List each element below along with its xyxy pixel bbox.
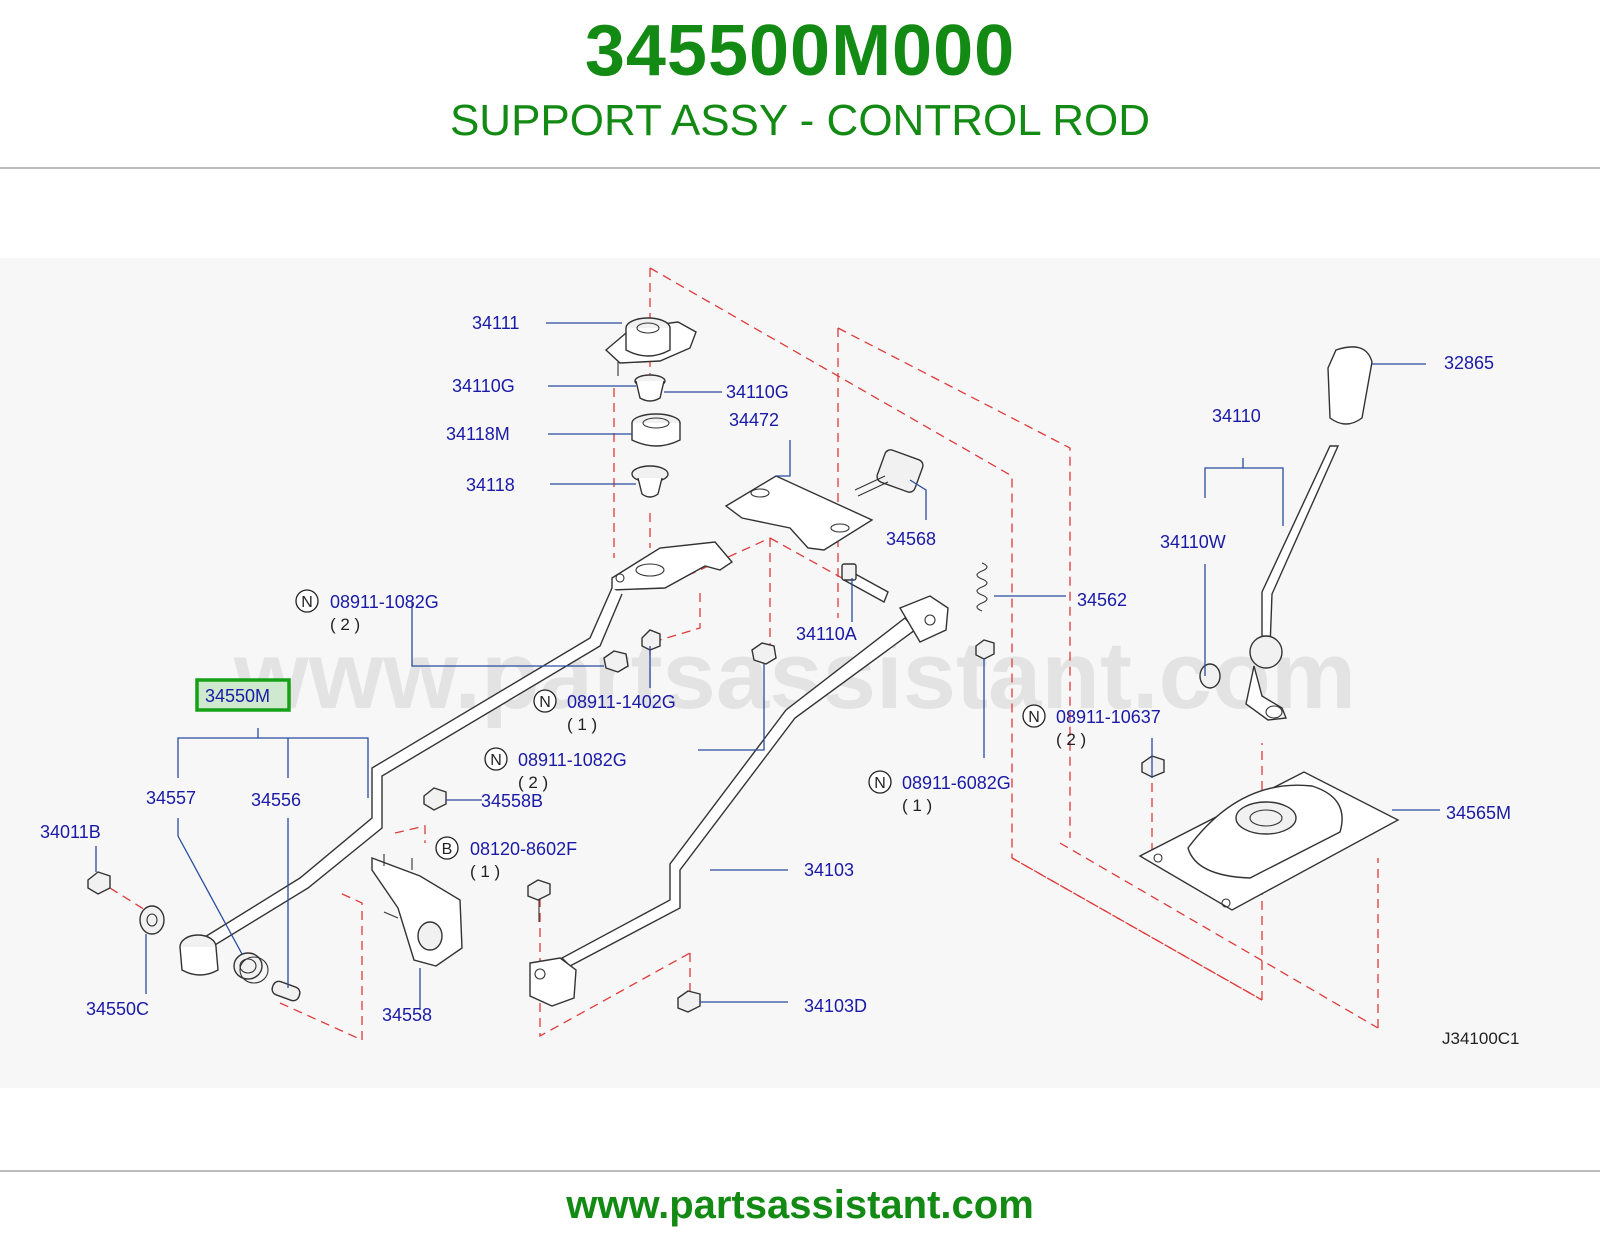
label-34111[interactable]: 34111	[472, 313, 519, 333]
part-drawing-control-rod-main	[179, 587, 623, 976]
part-drawing-34558-bracket	[371, 854, 463, 967]
label-34558[interactable]: 34558	[382, 1005, 432, 1025]
part-drawing-34118	[631, 465, 669, 498]
prefix-n-icon: N	[1028, 709, 1040, 726]
part-drawing-32865-knob	[1327, 346, 1373, 425]
label-34558B[interactable]: 34558B	[481, 791, 543, 811]
fastener-number: 08911-6082G	[902, 773, 1011, 793]
fastener-number: 08911-1402G	[567, 692, 676, 712]
fastener-callout-5[interactable]: N 08911-6082G ( 1 )	[868, 770, 1011, 815]
fastener-qty: ( 2 )	[1056, 730, 1086, 749]
fastener-qty: ( 1 )	[902, 796, 932, 815]
fastener-qty: ( 2 )	[518, 773, 548, 792]
part-drawing-bracket-top	[611, 541, 734, 591]
fastener-number: 08911-1082G	[518, 750, 627, 770]
label-34556[interactable]: 34556	[251, 790, 301, 810]
fastener-number: 08911-1082G	[330, 592, 439, 612]
fastener-qty: ( 1 )	[470, 862, 500, 881]
diagram-code: J34100C1	[1442, 1029, 1520, 1048]
part-drawing-34556-pin	[271, 980, 301, 1002]
part-drawing-34110G	[634, 374, 666, 402]
page-header: 345500M000 SUPPORT ASSY - CONTROL ROD	[0, 0, 1600, 170]
part-drawing-34568	[854, 449, 924, 497]
prefix-b-icon: B	[442, 841, 453, 858]
label-34011B[interactable]: 34011B	[40, 822, 101, 842]
part-drawing-34565M-boot	[1138, 771, 1400, 911]
part-labels: 34111 34110G 34110G 34118M 34118 34472 3…	[40, 313, 1520, 1048]
label-34118[interactable]: 34118	[466, 475, 515, 495]
label-32865[interactable]: 32865	[1444, 353, 1494, 373]
prefix-n-icon: N	[490, 752, 502, 769]
part-drawing-34111	[604, 317, 697, 376]
part-drawing-34110A	[841, 563, 889, 603]
label-34103[interactable]: 34103	[804, 860, 854, 880]
part-drawing-34472	[724, 475, 874, 551]
prefix-n-icon: N	[874, 775, 886, 792]
part-drawing-34110-lever	[1199, 445, 1340, 721]
footer-divider	[0, 1170, 1600, 1172]
parts-diagram: www.partsassistant.com	[0, 258, 1600, 1088]
fastener-qty: ( 1 )	[567, 715, 597, 734]
label-34568[interactable]: 34568	[886, 529, 936, 549]
header-divider	[0, 167, 1600, 169]
label-34550C[interactable]: 34550C	[86, 999, 149, 1019]
part-number-title: 345500M000	[584, 11, 1016, 91]
part-drawing-34118M	[631, 413, 681, 447]
part-drawing-34562-spring	[976, 562, 988, 612]
part-drawing-rod-34103	[529, 595, 949, 1007]
label-34110A[interactable]: 34110A	[796, 624, 857, 644]
part-drawing-nuts	[87, 629, 1165, 1013]
part-drawing-34550C-washer	[139, 905, 165, 935]
label-34110G-right[interactable]: 34110G	[726, 382, 789, 402]
fastener-callout-6[interactable]: B 08120-8602F ( 1 )	[435, 836, 577, 881]
part-name-subtitle: SUPPORT ASSY - CONTROL ROD	[449, 96, 1151, 145]
label-34562[interactable]: 34562	[1077, 590, 1127, 610]
fastener-qty: ( 2 )	[330, 615, 360, 634]
label-34103D[interactable]: 34103D	[804, 996, 867, 1016]
prefix-n-icon: N	[539, 694, 551, 711]
label-34118M[interactable]: 34118M	[446, 424, 510, 444]
parts-diagram-svg: www.partsassistant.com	[40, 267, 1520, 1048]
label-34565M[interactable]: 34565M	[1446, 803, 1511, 823]
fastener-callout-4[interactable]: N 08911-10637 ( 2 )	[1022, 704, 1161, 749]
fastener-callout-2[interactable]: N 08911-1402G ( 1 )	[533, 689, 676, 734]
leader-lines	[95, 322, 1440, 1010]
fastener-callout-3[interactable]: N 08911-1082G ( 2 )	[484, 747, 627, 792]
label-34110W[interactable]: 34110W	[1160, 532, 1226, 552]
highlighted-part-box	[195, 678, 291, 712]
label-34550M[interactable]: 34550M	[205, 686, 270, 706]
fastener-number: 08911-10637	[1056, 707, 1161, 727]
label-34110G-left[interactable]: 34110G	[452, 376, 515, 396]
label-34472[interactable]: 34472	[729, 410, 779, 430]
fastener-callout-1[interactable]: N 08911-1082G ( 2 )	[295, 589, 439, 634]
part-drawing-34557-bushing	[233, 952, 269, 984]
label-34110[interactable]: 34110	[1212, 406, 1261, 426]
prefix-n-icon: N	[301, 594, 313, 611]
label-34557[interactable]: 34557	[146, 788, 196, 808]
footer-website-link[interactable]: www.partsassistant.com	[566, 1183, 1034, 1227]
fastener-number: 08120-8602F	[470, 839, 577, 859]
